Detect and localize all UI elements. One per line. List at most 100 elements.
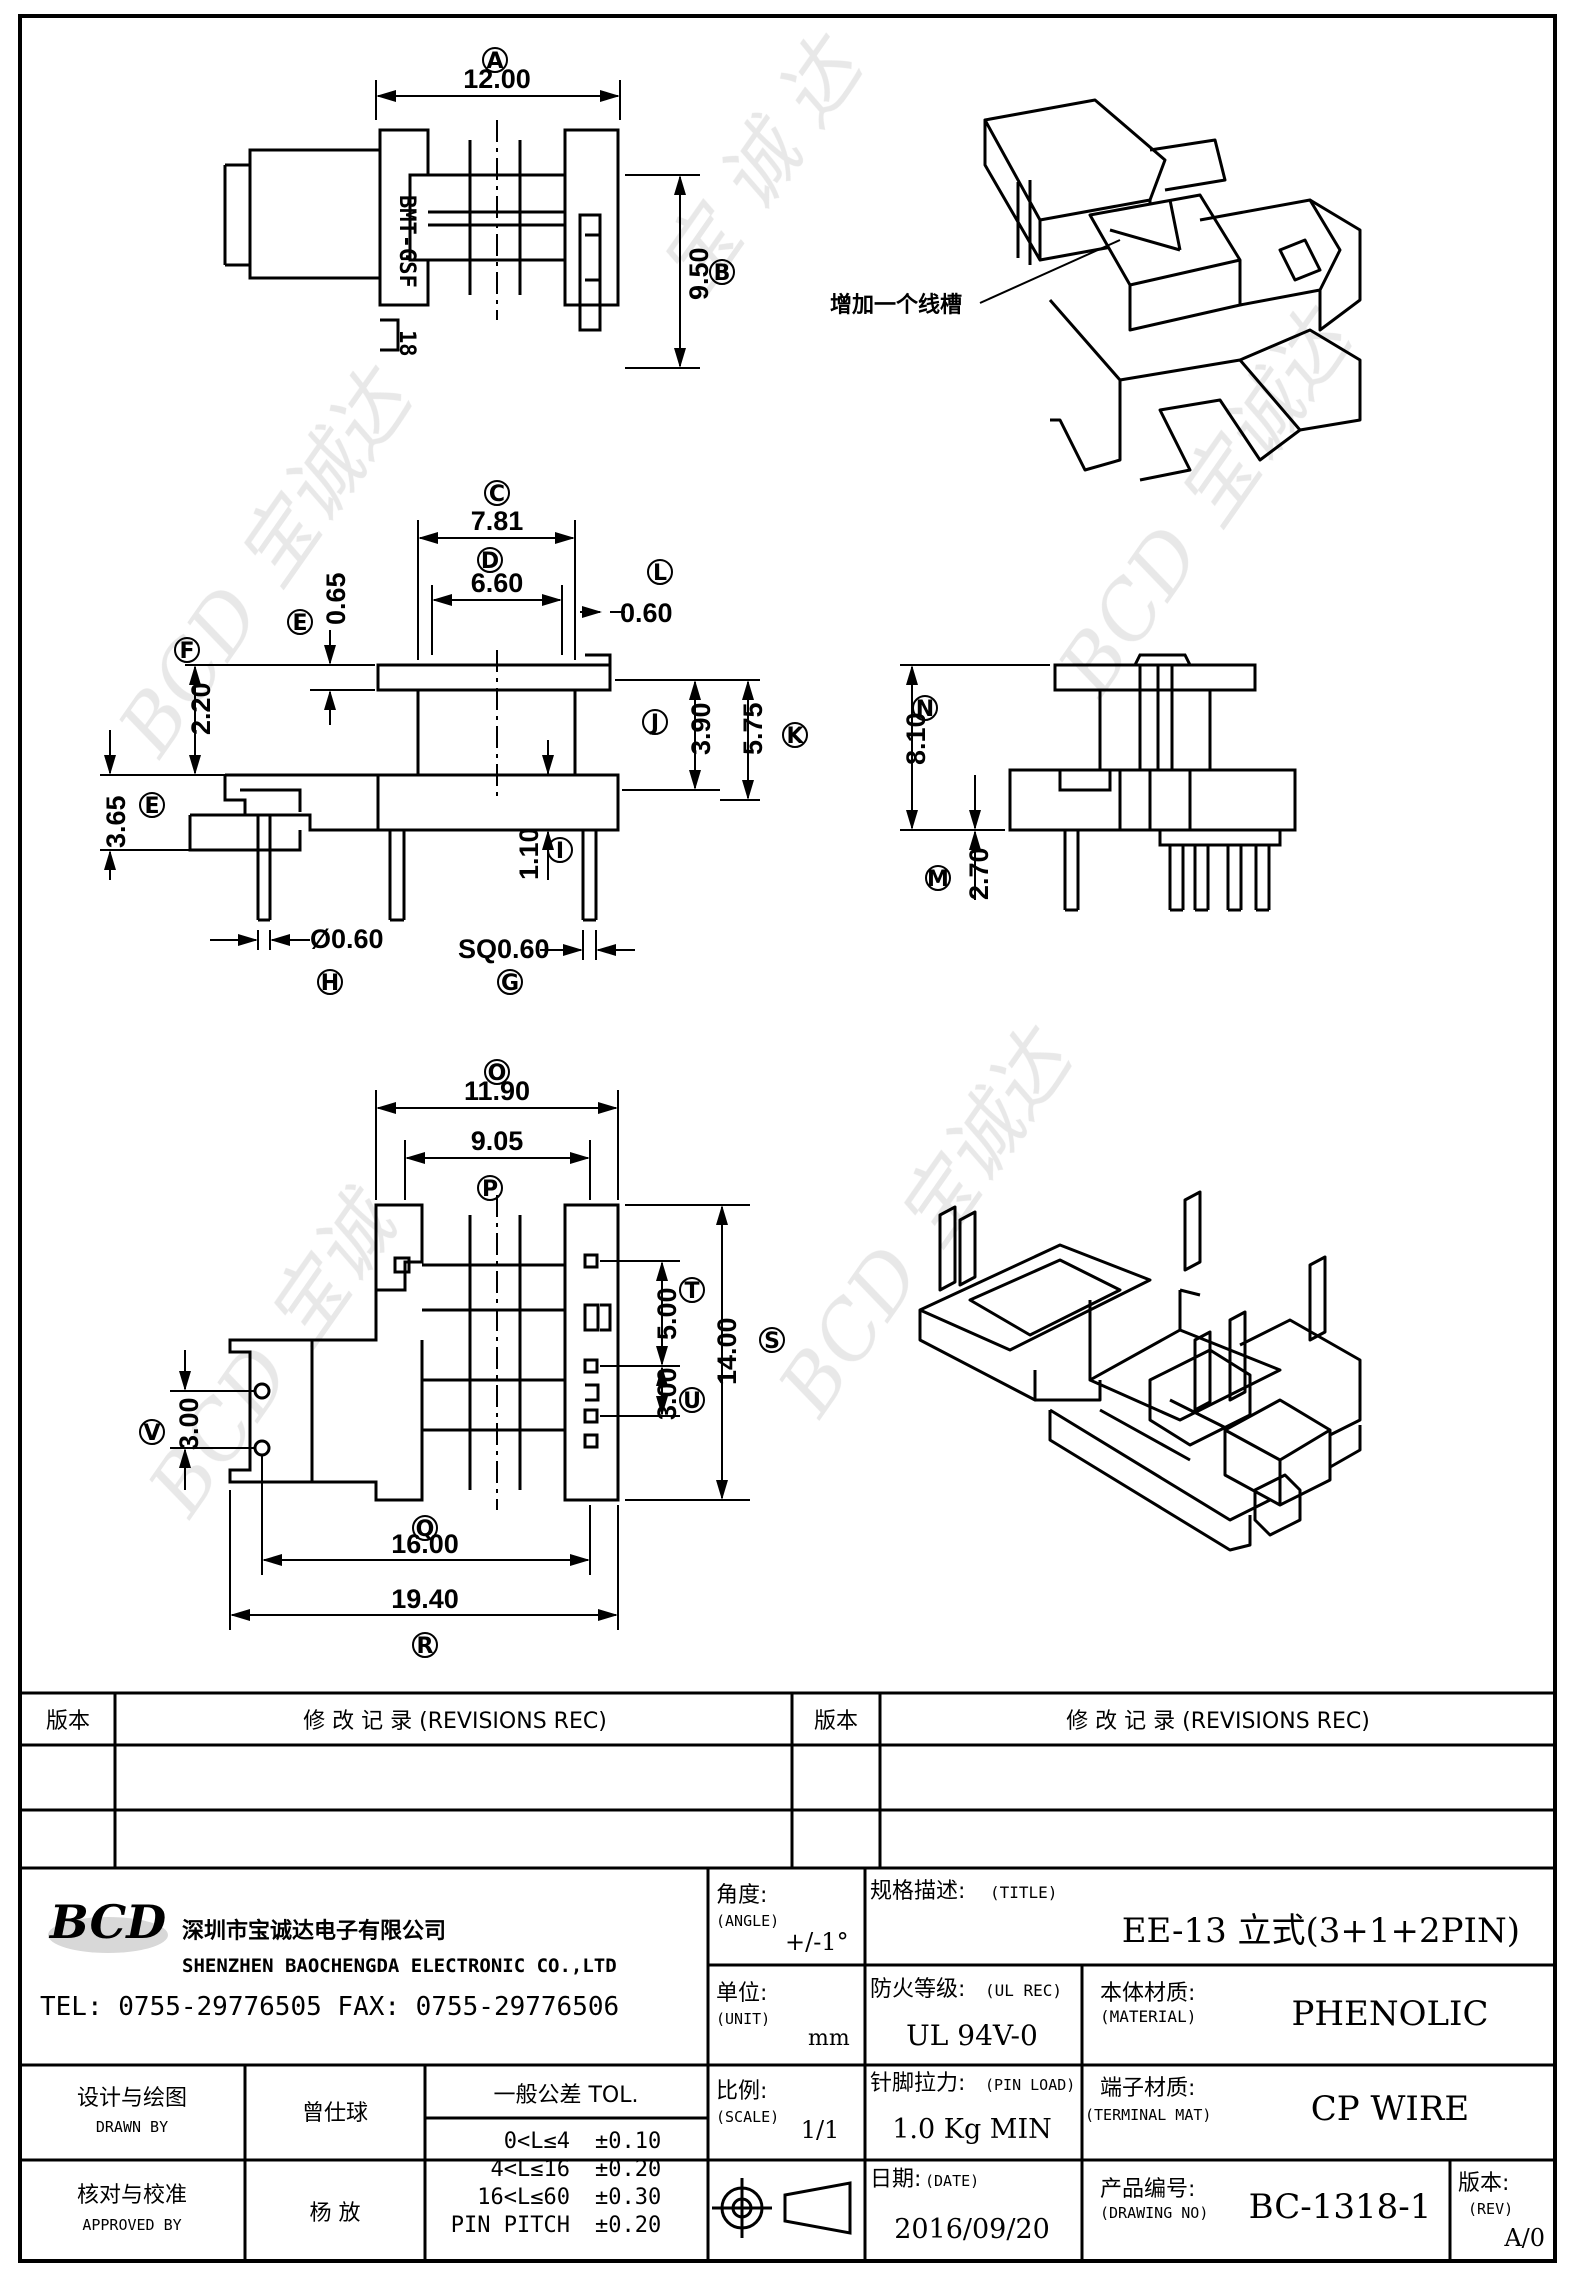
svg-text:I: I [556,839,564,864]
dim-I: 1.10 I [514,740,573,880]
fire-sub: (UL REC) [985,1981,1062,2000]
unit-label: 单位: [716,1981,767,2006]
dim-D: D 6.60 [431,547,563,655]
svg-text:8.10: 8.10 [901,712,931,765]
front-view [188,650,620,922]
drawn-name: 曾仕球 [302,2101,368,2126]
svg-text:5.75: 5.75 [738,702,768,755]
svg-text:U: U [683,1389,701,1414]
svg-text:0.65: 0.65 [321,572,351,625]
tol-table: 0<L≤4 ±0.10 4<L≤16 ±0.20 16<L≤60 ±0.30 P… [451,2129,661,2238]
dim-G: SQ0.60 G [458,930,635,996]
approved-sub: APPROVED BY [82,2216,181,2234]
svg-text:V: V [143,1421,160,1446]
dim-N: 8.10 N [900,664,1050,831]
svg-text:±0.20: ±0.20 [595,2213,661,2238]
svg-text:J: J [649,711,659,736]
part-mark-1: BMT-GSF [394,195,419,288]
pinload-value: 1.0 Kg MIN [892,2114,1052,2145]
rev-label: 版本: [1458,2171,1509,2196]
svg-text:14.00: 14.00 [712,1317,742,1385]
material-label: 本体材质: [1100,1981,1195,2006]
dim-C: C 7.81 [417,480,576,660]
svg-text:S: S [764,1329,780,1354]
svg-text:A: A [486,49,503,74]
bottom-view [228,1195,620,1510]
terminal-sub: (TERMINAL MAT) [1085,2106,1211,2124]
svg-text:O: O [488,1061,507,1086]
company-logo: BCD [48,1895,168,1953]
material-sub: (MATERIAL) [1100,2007,1196,2026]
company-name-cn: 深圳市宝诚达电子有限公司 [182,1918,446,1944]
svg-text:±0.20: ±0.20 [595,2157,661,2182]
svg-text:5.00: 5.00 [652,1287,682,1340]
svg-text:16.00: 16.00 [391,1529,459,1559]
drawingno-label: 产品编号: [1100,2177,1195,2202]
svg-text:7.81: 7.81 [471,506,524,536]
dim-H: Ø0.60 H [210,924,384,996]
date-sub: (DATE) [925,2172,979,2190]
dim-O: O 11.90 [375,1059,619,1200]
svg-text:±0.30: ±0.30 [595,2185,661,2210]
svg-text:Ø0.60: Ø0.60 [310,924,384,954]
svg-text:2.20: 2.20 [186,682,216,735]
date-label: 日期: [870,2167,921,2192]
svg-text:SQ0.60: SQ0.60 [458,934,550,964]
drawingno-sub: (DRAWING NO) [1100,2204,1208,2222]
svg-text:M: M [927,867,949,892]
angle-value: +/-1° [785,1928,849,1956]
dim-L: 0.60 L [580,559,673,628]
approved-name: 杨 放 [310,2201,361,2226]
svg-text:2.70: 2.70 [964,847,994,900]
dim-P: 9.05 P [404,1126,591,1202]
tol-title: 一般公差 TOL. [494,2083,639,2108]
svg-text:E: E [144,794,159,819]
svg-text:D: D [481,549,499,574]
svg-text:F: F [179,639,194,664]
callout-wire-slot: 增加一个线槽 [830,239,1121,318]
svg-text:3.00: 3.00 [174,1397,204,1450]
spec-label: 规格描述: [870,1879,965,1904]
svg-text:T: T [684,1279,699,1304]
svg-text:9.50: 9.50 [684,247,714,300]
svg-text:19.40: 19.40 [391,1584,459,1614]
svg-text:B: B [714,261,731,286]
dim-R: 19.40 R [229,1490,619,1659]
company-contact: TEL: 0755-29776505 FAX: 0755-29776506 [40,1992,619,2022]
svg-text:L: L [653,561,667,586]
svg-text:0<L≤4: 0<L≤4 [504,2129,570,2154]
fire-value: UL 94V-0 [906,2019,1038,2052]
dim-M: 2.70 M [925,775,994,900]
svg-text:BCD 宝诚达: BCD 宝诚达 [761,1012,1093,1433]
svg-text:E: E [292,611,307,636]
angle-label: 角度: [716,1883,767,1908]
svg-text:K: K [786,724,804,749]
iso-view-top [983,98,1362,482]
pinload-label: 针脚拉力: [870,2071,965,2096]
unit-sub: (UNIT) [716,2010,770,2028]
svg-text:BCD 宝诚达: BCD 宝诚达 [101,352,433,773]
rev-sub: (REV) [1468,2200,1513,2218]
dim-S: 14.00 S [625,1204,785,1501]
title-block-grid [20,1868,1555,2261]
svg-text:BCD 宝诚达: BCD 宝诚达 [1041,292,1373,713]
title: EE-13 立式(3+1+2PIN) [1122,1911,1520,1951]
svg-text:6.60: 6.60 [471,568,524,598]
svg-text:1.10: 1.10 [514,827,544,880]
dim-E-065: 0.65 E [287,572,375,725]
dim-K: 5.75 K [720,679,808,801]
svg-text:P: P [482,1177,498,1202]
terminal-value: CP WIRE [1311,2089,1470,2129]
rev-col-record-2: 修 改 记 录 (REVISIONS REC) [1066,1709,1370,1734]
angle-sub: (ANGLE) [716,1912,779,1930]
dim-E-365: 3.65 E [100,730,225,880]
svg-text:Q: Q [416,1517,435,1542]
date-value: 2016/09/20 [894,2214,1050,2245]
rev-col-record-1: 修 改 记 录 (REVISIONS REC) [303,1709,607,1734]
svg-text:G: G [501,971,519,996]
projection-symbol-icon [712,2178,852,2238]
fire-label: 防火等级: [870,1977,965,2002]
svg-text:3.00: 3.00 [652,1367,682,1420]
svg-text:增加一个线槽: 增加一个线槽 [830,292,962,318]
svg-text:0.60: 0.60 [620,598,673,628]
